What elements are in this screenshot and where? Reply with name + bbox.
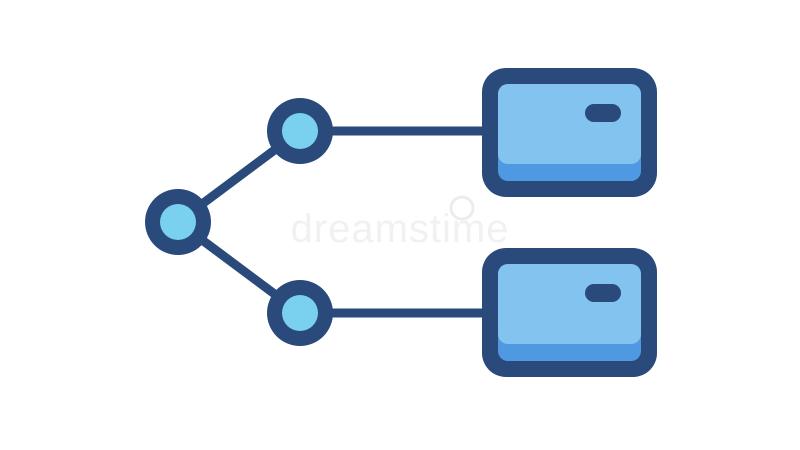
box-handle-icon	[585, 104, 621, 122]
top-folder-box	[482, 68, 657, 197]
connectors	[173, 126, 490, 318]
bottom-folder-box	[482, 248, 657, 377]
root-node	[145, 189, 211, 255]
bottom-branch-node	[267, 280, 333, 346]
box-handle-icon	[585, 284, 621, 302]
top-branch-node	[267, 98, 333, 164]
watermark-logo-icon	[449, 195, 475, 221]
